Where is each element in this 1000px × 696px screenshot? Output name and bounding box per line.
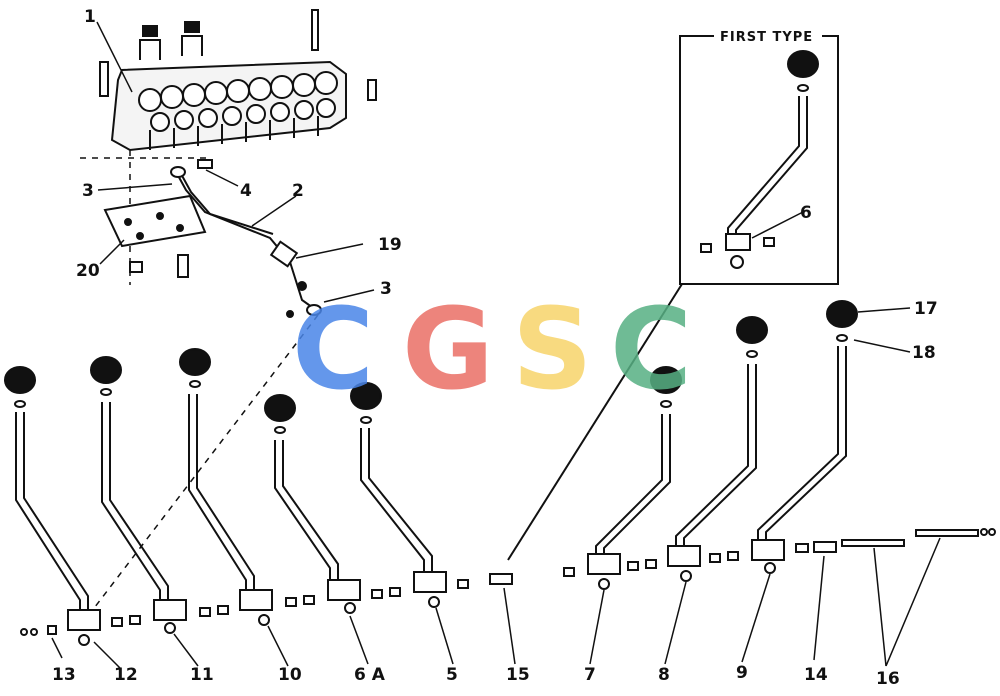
first-type-lever — [700, 50, 819, 269]
lever-11 — [90, 356, 187, 634]
cgsc-watermark: C G S C — [292, 285, 692, 415]
callout-4: 4 — [240, 181, 252, 201]
callout-15: 15 — [506, 665, 530, 685]
watermark-letter-c2: C — [610, 285, 692, 415]
first-type-leader — [507, 283, 683, 561]
watermark-letter-g: G — [402, 285, 494, 415]
callout-19: 19 — [378, 235, 402, 255]
lever-assemblies — [4, 300, 858, 646]
callout-numbers: 1 2 3 4 19 3 20 6 17 18 13 12 11 10 6 A … — [52, 7, 938, 689]
lever-10 — [179, 348, 273, 626]
lever-7 — [587, 366, 682, 590]
lever-6a — [264, 394, 361, 614]
callout-18: 18 — [912, 343, 936, 363]
callout-7: 7 — [584, 665, 596, 685]
callout-10: 10 — [278, 665, 302, 685]
lever-9 — [751, 300, 858, 574]
shaft-spacers — [20, 528, 996, 636]
callout-11: 11 — [190, 665, 214, 685]
callout-17: 17 — [914, 299, 938, 319]
callout-6: 6 — [800, 203, 812, 223]
lever-8 — [667, 316, 768, 582]
callout-3-lower: 3 — [380, 279, 392, 299]
first-type-label: FIRST TYPE — [720, 30, 813, 45]
callout-14: 14 — [804, 665, 828, 685]
callout-1: 1 — [84, 7, 96, 27]
lever-5 — [350, 382, 447, 608]
callout-8: 8 — [658, 665, 670, 685]
callout-20: 20 — [76, 261, 100, 281]
callout-6a: 6 A — [354, 665, 386, 685]
watermark-letter-s: S — [512, 285, 593, 415]
callout-2: 2 — [292, 181, 304, 201]
valve-spools — [138, 71, 338, 132]
callout-16: 16 — [876, 669, 900, 689]
first-type-inset: FIRST TYPE — [679, 27, 839, 285]
callout-5: 5 — [446, 665, 458, 685]
callout-9: 9 — [736, 663, 748, 683]
control-valve-bank — [99, 9, 377, 152]
mounting-plate — [103, 194, 207, 278]
callout-13: 13 — [52, 665, 76, 685]
callout-12: 12 — [114, 665, 138, 685]
callout-3-upper: 3 — [82, 181, 94, 201]
callout-leaders — [51, 21, 941, 669]
lever-12 — [4, 366, 101, 646]
watermark-letter-c1: C — [292, 285, 374, 415]
linkage-rod — [170, 159, 322, 318]
